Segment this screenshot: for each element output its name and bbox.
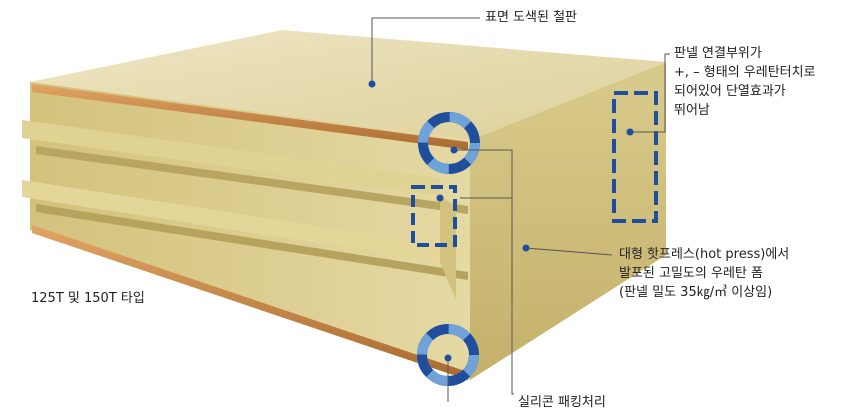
joint-label: 판넬 연결부위가 +, – 형태의 우레탄터치로 되어있어 단열효과가 뛰어남 [674,44,816,120]
joint-label-line-3: 되어있어 단열효과가 [674,84,786,99]
leader-joint-box [630,53,670,133]
dot-top-sheet [368,80,376,88]
joint-callout-box-right [612,91,658,223]
joint-callout-box-front [411,185,457,247]
panel-type-label: 125T 및 150T 타입 [31,291,145,306]
edge-highlight [440,196,456,300]
joint-label-line-2: +, – 형태의 우레탄터치로 [674,65,816,80]
bottom-copper-strip [32,225,468,380]
dot-joint-right [626,128,634,136]
panel-right-face [470,62,666,380]
foam-label-line-3: (판넬 밀도 35㎏/㎥ 이상임) [619,285,773,300]
leader-foam [525,247,613,256]
foam-label: 대형 핫프레스(hot press)에서 발포된 고밀도의 우레탄 폼 (판넬 … [619,245,789,302]
upper-tongue [22,120,440,196]
leader-top-sheet [371,17,480,84]
lower-groove-shadow [36,204,468,280]
top-sheet-label: 표면 도색된 철판 [485,10,577,25]
dot-ring-bottom [444,354,452,362]
panel-top-face [30,30,666,140]
dot-joint-front [436,194,444,202]
top-ring-callout [418,112,480,174]
upper-groove-shadow [36,146,468,214]
joint-label-line-4: 뛰어남 [674,103,710,118]
lower-tongue [22,180,440,262]
silicone-label: 실리콘 패킹처리 [518,395,606,410]
joint-label-line-1: 판넬 연결부위가 [674,46,762,61]
dot-ring-top [450,146,458,154]
foam-label-line-1: 대형 핫프레스(hot press)에서 [619,247,790,262]
top-copper-strip [32,84,468,150]
foam-label-line-2: 발포된 고밀도의 우레탄 폼 [619,266,763,281]
dot-foam [522,244,530,252]
leader-silicone [454,149,514,395]
